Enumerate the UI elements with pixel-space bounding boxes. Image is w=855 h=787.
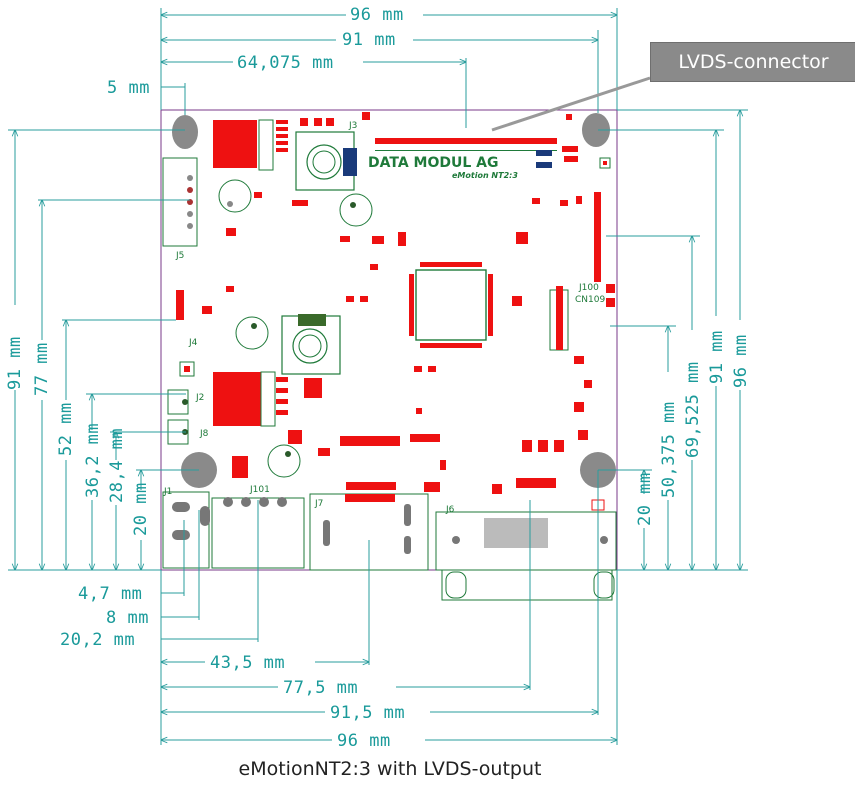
svg-text:64,075 mm: 64,075 mm <box>237 53 334 73</box>
svg-text:J2: J2 <box>195 393 204 403</box>
svg-text:28,4 mm: 28,4 mm <box>107 428 127 503</box>
svg-text:52 mm: 52 mm <box>56 402 76 456</box>
pcb-board: DATA MODUL AG eMotion NT2:3 <box>160 109 618 601</box>
svg-text:96 mm: 96 mm <box>337 731 391 751</box>
power-inductor-bottom <box>213 372 261 426</box>
coil-top <box>295 131 357 191</box>
svg-text:96 mm: 96 mm <box>731 334 751 388</box>
company-logo: DATA MODUL AG <box>368 155 498 171</box>
svg-text:91 mm: 91 mm <box>342 30 396 50</box>
svg-text:8 mm: 8 mm <box>106 608 149 628</box>
dimension-labels: 96 mm 91 mm 64,075 mm 5 mm 91 mm 77 mm 5… <box>5 5 751 751</box>
svg-text:77,5 mm: 77,5 mm <box>283 678 358 698</box>
connector-j1 <box>162 491 210 569</box>
lvds-connector-j3 <box>375 138 557 151</box>
svg-text:20 mm: 20 mm <box>131 482 151 536</box>
svg-text:43,5 mm: 43,5 mm <box>210 653 285 673</box>
mounting-hole-top-right <box>582 113 610 147</box>
svg-text:4,7 mm: 4,7 mm <box>78 584 142 604</box>
svg-text:91 mm: 91 mm <box>5 336 25 390</box>
coil-middle <box>281 314 341 375</box>
connector-j101 <box>211 497 305 569</box>
mounting-hole-top-left <box>172 115 198 149</box>
product-name: eMotion NT2:3 <box>452 171 518 180</box>
board-labels: J3 J5 J4 J2 J8 J1 J101 J7 J6 J100 CN109 <box>163 121 605 515</box>
svg-text:20 mm: 20 mm <box>635 472 655 526</box>
svg-text:CN109: CN109 <box>575 295 605 305</box>
svg-text:50,375 mm: 50,375 mm <box>659 401 679 498</box>
svg-text:91,5 mm: 91,5 mm <box>330 703 405 723</box>
svg-text:J4: J4 <box>188 338 198 348</box>
callout-label: LVDS-connector <box>678 51 829 73</box>
figure-caption: eMotionNT2:3 with LVDS-output <box>238 758 542 780</box>
svg-text:91 mm: 91 mm <box>707 330 727 384</box>
svg-text:J8: J8 <box>199 429 209 439</box>
lvds-connector-callout: LVDS-connector <box>650 42 855 82</box>
svg-text:20,2 mm: 20,2 mm <box>60 630 135 650</box>
main-processor-chip <box>409 262 493 348</box>
svg-text:69,525 mm: 69,525 mm <box>683 361 703 458</box>
svg-text:J5: J5 <box>175 251 184 261</box>
svg-text:J101: J101 <box>249 485 270 495</box>
svg-text:J6: J6 <box>445 505 455 515</box>
svg-text:J1: J1 <box>163 487 172 497</box>
svg-text:36,2 mm: 36,2 mm <box>83 423 103 498</box>
connector-j5 <box>162 157 198 247</box>
dimension-lines <box>8 8 748 745</box>
svg-text:96 mm: 96 mm <box>350 5 404 25</box>
board-outline <box>160 109 618 571</box>
svg-text:J3: J3 <box>348 121 357 131</box>
connector-j7 <box>309 493 429 571</box>
svg-text:5 mm: 5 mm <box>107 78 150 98</box>
capacitors <box>218 179 373 478</box>
dvi-connector-j6 <box>435 511 617 601</box>
smd-components <box>176 118 592 494</box>
svg-text:J100: J100 <box>578 283 599 293</box>
power-inductor-top <box>213 120 257 168</box>
svg-text:J7: J7 <box>314 499 323 509</box>
svg-text:77 mm: 77 mm <box>32 342 52 396</box>
